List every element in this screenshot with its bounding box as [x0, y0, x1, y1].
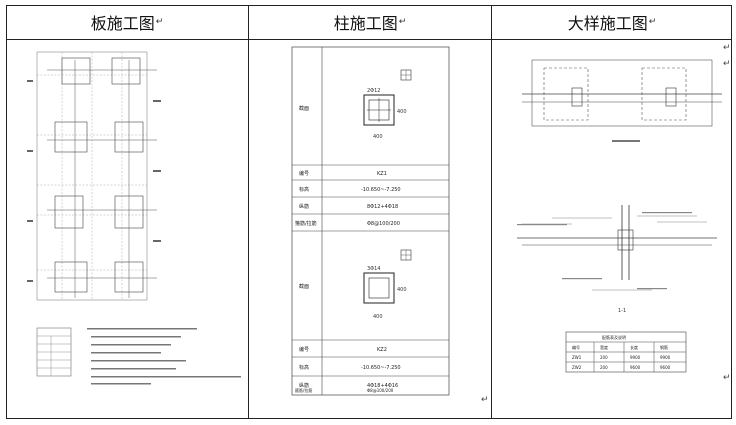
kz1-stir-label: 箍筋/拉筋 — [295, 220, 317, 227]
detail-td-0-3: 9900 — [660, 355, 671, 360]
detail-td-1-2: 9600 — [630, 365, 641, 370]
header-column: 柱施工图↵ — [249, 5, 491, 39]
detail-th-1: 宽度 — [600, 344, 608, 350]
header-column-label: 柱施工图 — [333, 14, 398, 33]
kz2-stir: Φ8@100/200 — [367, 388, 394, 393]
detail-drawing-panel: 1-1 配筋表及说明 编号 宽度 长度 钢筋 ZW1 200 9900 9900… — [492, 40, 732, 418]
return-mark: ↵ — [648, 17, 657, 27]
detail-td-1-3: 9600 — [660, 365, 671, 370]
detail-td-1-1: 200 — [600, 365, 608, 370]
kz2-elev: -10.650~-7.250 — [361, 365, 401, 371]
return-mark: ↵ — [398, 17, 407, 27]
detail-table-title: 配筋表及说明 — [602, 334, 626, 340]
kz1-dim-top: 2Φ12 — [367, 88, 380, 94]
return-mark: ↵ — [723, 372, 731, 382]
kz2-code: KZ2 — [377, 347, 387, 353]
column-schedule-table: 2Φ12 400 400 截面 编号 KZ1 标高 -10.650~-7.250… — [291, 46, 450, 396]
kz2-dim-bottom: 400 — [373, 314, 383, 320]
kz1-bar: 8Φ12+4Φ18 — [367, 204, 398, 210]
kz1-code-label: 编号 — [299, 170, 309, 177]
column-drawing-panel: 2Φ12 400 400 截面 编号 KZ1 标高 -10.650~-7.250… — [249, 40, 491, 418]
column-divider-2 — [491, 5, 492, 419]
header-divider — [6, 39, 732, 40]
kz2-bar: 4Φ18+4Φ16 — [367, 383, 398, 389]
return-mark: ↵ — [723, 42, 731, 52]
kz2-bar-label: 纵筋 — [299, 382, 309, 389]
detail-th-3: 钢筋 — [660, 344, 668, 350]
kz1-dim-side: 400 — [397, 109, 407, 115]
kz2-elev-label: 标高 — [299, 364, 309, 371]
kz1-bar-label: 纵筋 — [299, 203, 309, 210]
header-detail-label: 大样施工图 — [567, 14, 648, 33]
kz1-elev: -10.650~-7.250 — [361, 187, 401, 193]
header-slab: 板施工图↵ — [6, 5, 248, 39]
detail-td-0-1: 200 — [600, 355, 608, 360]
detail-drawing: 1-1 配筋表及说明 编号 宽度 长度 钢筋 ZW1 200 9900 9900… — [517, 59, 722, 373]
kz1-elev-label: 标高 — [299, 186, 309, 193]
kz1-dim-bottom: 400 — [373, 134, 383, 140]
kz1-section-label: 截面 — [299, 105, 309, 112]
kz2-section-label: 截面 — [299, 283, 309, 290]
kz2-dim-side: 400 — [397, 287, 407, 293]
kz2-code-label: 编号 — [299, 346, 309, 353]
detail-th-2: 长度 — [630, 344, 638, 350]
kz1-code: KZ1 — [377, 171, 387, 177]
slab-drawing-panel — [7, 40, 248, 418]
detail-td-1-0: ZW2 — [572, 365, 582, 370]
return-mark: ↵ — [155, 17, 164, 27]
slab-plan-drawing — [27, 51, 241, 385]
kz1-stir: Φ8@100/200 — [367, 221, 400, 227]
table-frame — [6, 5, 732, 419]
header-slab-label: 板施工图 — [90, 14, 155, 33]
header-detail: 大样施工图↵ — [492, 5, 732, 39]
section-label: 1-1 — [618, 308, 626, 314]
detail-td-0-2: 9900 — [630, 355, 641, 360]
detail-td-0-0: ZW1 — [572, 355, 582, 360]
column-divider-1 — [248, 5, 249, 419]
kz2-stir-label: 箍筋/拉筋 — [295, 387, 312, 393]
return-mark: ↵ — [481, 394, 489, 404]
kz2-dim-top: 3Φ14 — [367, 266, 380, 272]
detail-th-0: 编号 — [572, 344, 580, 350]
return-mark: ↵ — [723, 58, 731, 68]
